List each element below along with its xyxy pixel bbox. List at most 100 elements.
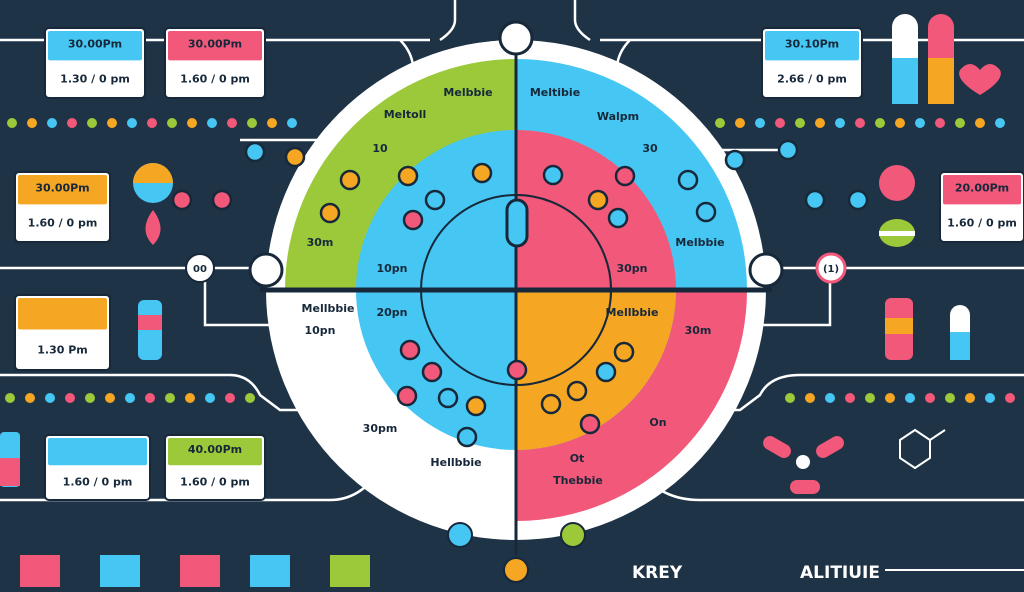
wheel-node bbox=[399, 339, 421, 361]
dot bbox=[875, 118, 885, 128]
dot bbox=[65, 393, 75, 403]
card-subtitle: 1.60 / 0 pm bbox=[947, 217, 1017, 230]
dot bbox=[185, 393, 195, 403]
dot bbox=[85, 393, 95, 403]
footer-left-label: KREY bbox=[632, 563, 683, 583]
badge-right-text: (1) bbox=[823, 264, 839, 275]
dot bbox=[127, 118, 137, 128]
dot bbox=[147, 118, 157, 128]
dotted-rows bbox=[5, 118, 1015, 403]
wheel-label: Ot bbox=[570, 452, 585, 465]
wheel-node bbox=[595, 361, 617, 383]
dot bbox=[47, 118, 57, 128]
info-card: 1.60 / 0 pm bbox=[44, 434, 151, 501]
wheel-node bbox=[777, 139, 799, 161]
dot bbox=[925, 393, 935, 403]
wheel-node bbox=[424, 189, 446, 211]
dot bbox=[775, 118, 785, 128]
wheel-node bbox=[695, 201, 717, 223]
wheel-node bbox=[244, 141, 266, 163]
dot bbox=[865, 393, 875, 403]
wheel-label: 30m bbox=[307, 236, 334, 249]
wheel-node bbox=[677, 169, 699, 191]
wheel-node bbox=[506, 359, 528, 381]
dot bbox=[965, 393, 975, 403]
dot bbox=[785, 393, 795, 403]
dot bbox=[205, 393, 215, 403]
wheel-label: 10 bbox=[372, 142, 388, 155]
dot bbox=[187, 118, 197, 128]
wheel-node bbox=[397, 165, 419, 187]
wheel-node bbox=[613, 341, 635, 363]
pink-ball-icon bbox=[879, 165, 915, 201]
top-node bbox=[498, 20, 534, 56]
wheel-node bbox=[540, 393, 562, 415]
wheel-node bbox=[804, 189, 826, 211]
dot bbox=[945, 393, 955, 403]
dot bbox=[895, 118, 905, 128]
dot bbox=[207, 118, 217, 128]
wheel-node bbox=[402, 209, 424, 231]
dot bbox=[267, 118, 277, 128]
card-time: 30.00Pm bbox=[188, 38, 242, 51]
wheel-label: Mellbbie bbox=[302, 302, 355, 315]
card-subtitle: 1.60 / 0 pm bbox=[180, 73, 250, 86]
wheel-label: On bbox=[649, 416, 666, 429]
wheel-node bbox=[471, 162, 493, 184]
wheel-label: Melbbie bbox=[675, 236, 724, 249]
dot bbox=[715, 118, 725, 128]
wheel-node bbox=[171, 189, 193, 211]
molecule-pink-icon bbox=[763, 436, 844, 494]
half-circle-icon bbox=[133, 163, 173, 203]
capsule-icon bbox=[0, 305, 970, 487]
dot bbox=[67, 118, 77, 128]
card-subtitle: 1.60 / 0 pm bbox=[28, 217, 98, 230]
side-badges: 00 (1) bbox=[185, 252, 847, 284]
wheel-node bbox=[465, 395, 487, 417]
pill-icon bbox=[892, 14, 954, 104]
wheel-node bbox=[542, 164, 564, 186]
center-capsule-icon bbox=[505, 198, 529, 248]
wheel-node bbox=[421, 361, 443, 383]
dot bbox=[245, 393, 255, 403]
wheel-label: Mellbbie bbox=[606, 306, 659, 319]
wheel-node bbox=[614, 165, 636, 187]
wheel-node bbox=[579, 413, 601, 435]
wheel-label: 30pn bbox=[616, 262, 647, 275]
dot bbox=[755, 118, 765, 128]
wheel-label: 30m bbox=[685, 324, 712, 337]
dot bbox=[87, 118, 97, 128]
dot bbox=[287, 118, 297, 128]
dot bbox=[885, 393, 895, 403]
wheel-label: Thebbie bbox=[553, 474, 603, 487]
card-subtitle: 1.30 Pm bbox=[37, 344, 88, 357]
wheel-label: 10pn bbox=[304, 324, 335, 337]
dot bbox=[835, 118, 845, 128]
dot bbox=[7, 118, 17, 128]
card-subtitle: 2.66 / 0 pm bbox=[777, 73, 847, 86]
dot bbox=[975, 118, 985, 128]
dot bbox=[845, 393, 855, 403]
wheel-label: Melbbie bbox=[443, 86, 492, 99]
wheel-node bbox=[456, 426, 478, 448]
wheel-node bbox=[339, 169, 361, 191]
wheel-node bbox=[607, 207, 629, 229]
green-pill-icon bbox=[879, 219, 915, 247]
dot bbox=[805, 393, 815, 403]
wheel-node bbox=[847, 189, 869, 211]
card-time: 30.10Pm bbox=[785, 38, 839, 51]
wheel-nodes bbox=[171, 139, 869, 448]
dot bbox=[955, 118, 965, 128]
dot bbox=[905, 393, 915, 403]
dot bbox=[815, 118, 825, 128]
dot bbox=[825, 393, 835, 403]
dot bbox=[145, 393, 155, 403]
dot bbox=[105, 393, 115, 403]
wheel-label: Meltibie bbox=[530, 86, 580, 99]
wheel-label: 20pn bbox=[376, 306, 407, 319]
